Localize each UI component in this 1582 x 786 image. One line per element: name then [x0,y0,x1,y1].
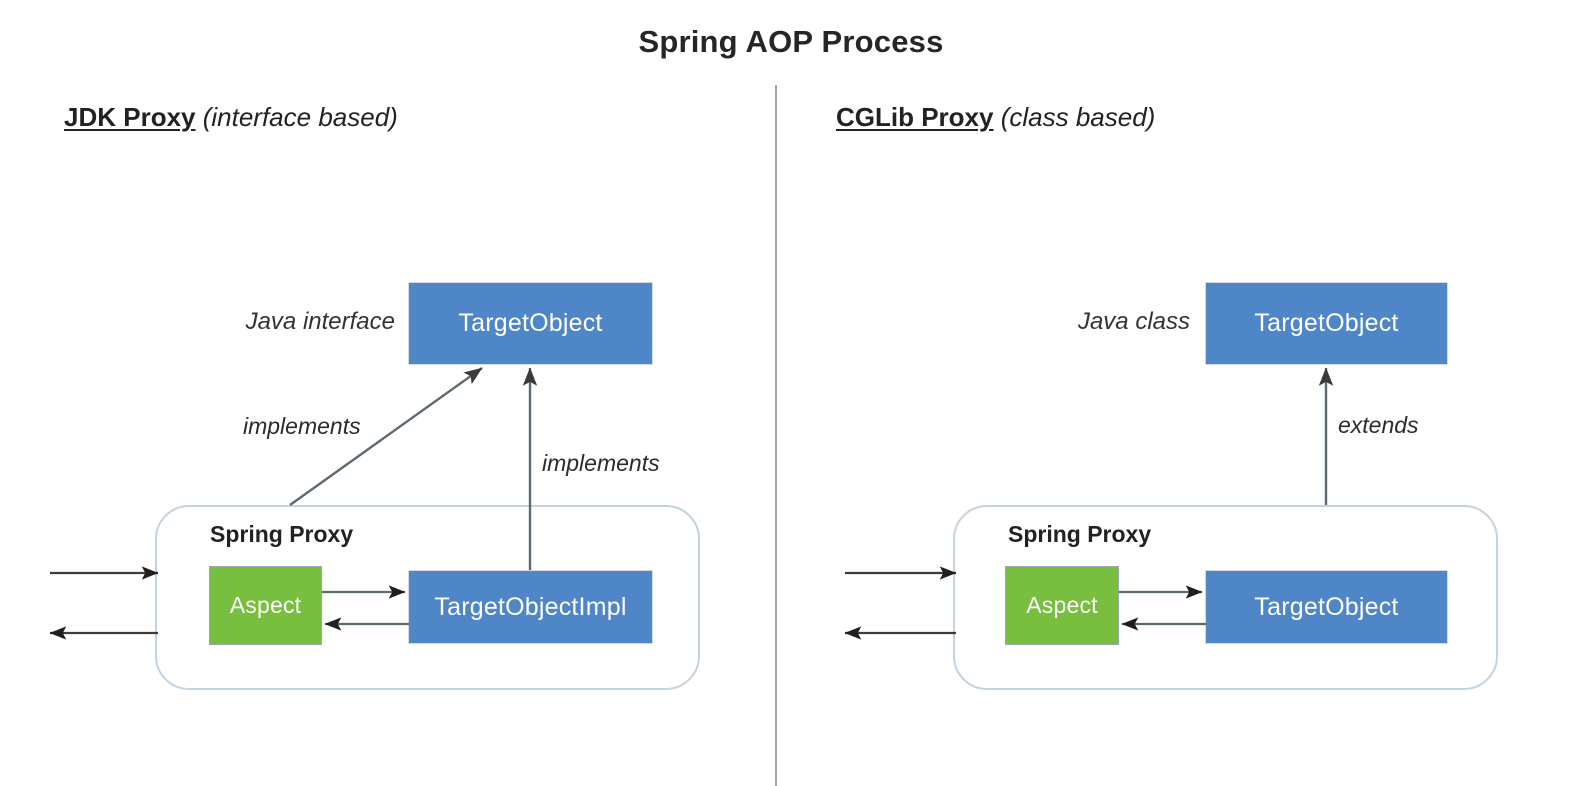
node-jdk-target-interface-label: TargetObject [458,309,603,337]
node-cglib-aspect-label: Aspect [1026,592,1098,618]
cglib-spring-proxy-title: Spring Proxy [1008,521,1152,547]
jdk-spring-proxy-title: Spring Proxy [210,521,354,547]
label-extends: extends [1338,412,1419,438]
node-cglib-target: TargetObject [1205,570,1448,644]
cglib-proxy-heading: CGLib Proxy (class based) [836,102,1155,133]
node-cglib-target-label: TargetObject [1254,592,1399,621]
node-jdk-target-impl: TargetObjectImpl [408,570,653,644]
node-jdk-aspect: Aspect [209,566,322,645]
panel-divider [775,85,777,786]
label-implements-diagonal: implements [243,413,361,439]
node-cglib-aspect: Aspect [1005,566,1119,645]
node-jdk-aspect-label: Aspect [229,592,302,618]
cglib-spring-proxy-container [953,505,1498,690]
jdk-spring-proxy-container [155,505,700,690]
label-implements-vertical: implements [542,450,660,476]
cglib-proxy-heading-qualifier: (class based) [993,102,1156,132]
node-jdk-target-impl-label: TargetObjectImpl [434,592,627,621]
jdk-proxy-heading-strong: JDK Proxy [64,102,196,132]
page-title: Spring AOP Process [638,24,944,59]
node-cglib-target-class: TargetObject [1205,282,1448,365]
java-interface-label: Java interface [245,308,395,335]
jdk-proxy-heading-qualifier: (interface based) [195,102,398,132]
node-jdk-target-interface: TargetObject [408,282,653,365]
node-cglib-target-class-label: TargetObject [1254,309,1399,337]
java-class-label: Java class [1077,308,1190,335]
jdk-proxy-heading: JDK Proxy (interface based) [64,102,398,133]
cglib-proxy-heading-strong: CGLib Proxy [836,102,994,132]
